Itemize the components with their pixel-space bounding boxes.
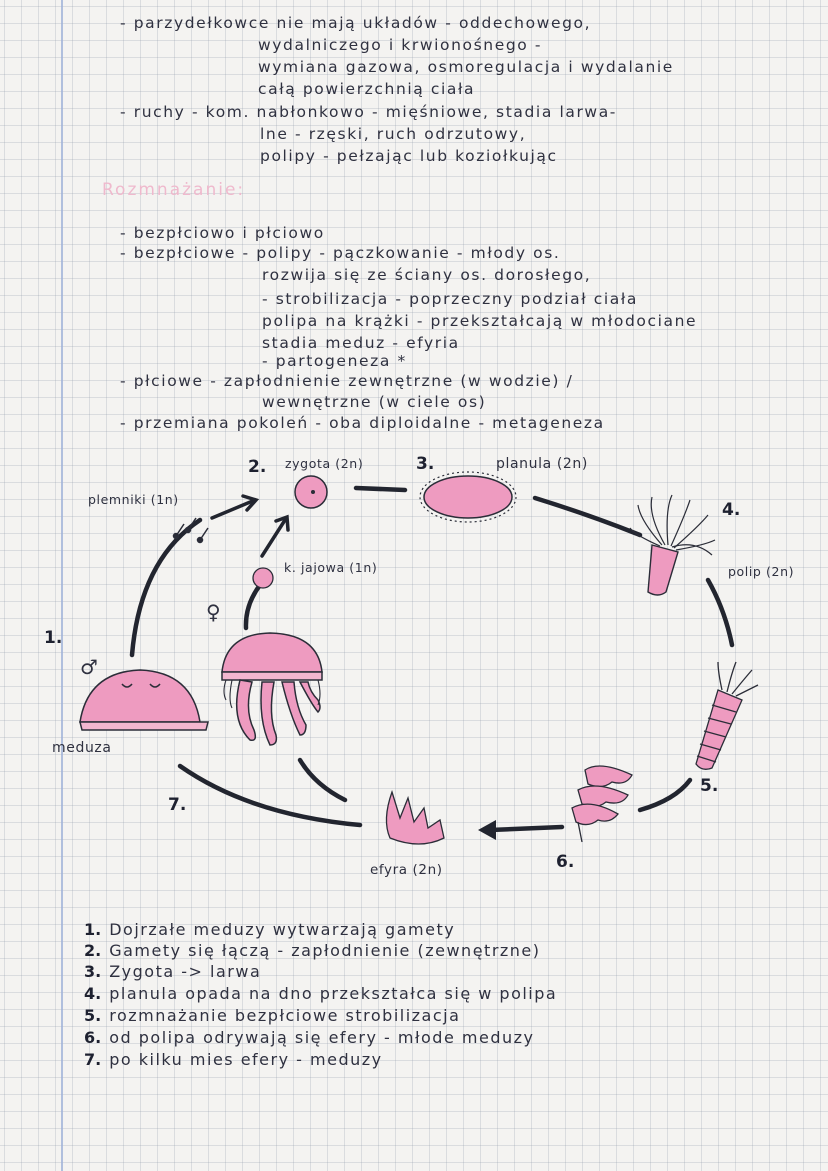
note-line-6: lne - rzęski, ruch odrzutowy, xyxy=(260,125,527,143)
repro-line-3: rozwija się ze ściany os. dorosłego, xyxy=(262,266,592,284)
label-efyra: efyra (2n) xyxy=(370,862,443,878)
section-heading: Rozmnażanie: xyxy=(102,180,246,200)
repro-line-10: - przemiana pokoleń - oba diploidalne - … xyxy=(120,414,605,432)
label-polip: polip (2n) xyxy=(728,564,795,579)
arc-female-meduza xyxy=(297,757,348,803)
label-plemniki: plemniki (1n) xyxy=(88,492,179,507)
ephyra-stack xyxy=(571,765,633,843)
sperm-cells xyxy=(172,517,209,544)
label-meduza: meduza xyxy=(52,740,112,756)
label-planula: planula (2n) xyxy=(496,456,588,472)
diagram-num-5: 5. xyxy=(700,776,719,796)
repro-line-8: - płciowe - zapłodnienie zewnętrzne (w w… xyxy=(120,372,574,390)
arrow-head-efyra xyxy=(478,820,496,840)
note-line-7: polipy - pełzając lub koziołkując xyxy=(260,147,558,165)
step-5: 5.rozmnażanie bezpłciowe strobilizacja xyxy=(84,1006,461,1025)
repro-line-5: polipa na krążki - przekształcają w młod… xyxy=(262,312,698,330)
step-1: 1.Dojrzałe meduzy wytwarzają gamety xyxy=(84,920,456,939)
step-7: 7.po kilku mies efery - meduzy xyxy=(84,1050,383,1069)
diagram-num-7: 7. xyxy=(168,795,187,815)
label-zygota: zygota (2n) xyxy=(285,456,364,471)
note-line-1: - parzydełkowce nie mają układów - oddec… xyxy=(120,14,592,32)
margin-line xyxy=(61,0,63,1171)
strobila xyxy=(695,661,759,770)
arc-4-polip xyxy=(705,577,735,648)
arc-egg-up xyxy=(243,582,263,631)
arc-efyra-to-meduza xyxy=(177,763,363,828)
arc-5-to-6 xyxy=(637,777,693,813)
step-3: 3.Zygota -> larwa xyxy=(84,962,262,981)
note-line-2: wydalniczego i krwionośnego - xyxy=(258,36,543,54)
note-line-4: całą powierzchnią ciała xyxy=(258,80,476,98)
step-2: 2.Gamety się łączą - zapłodnienie (zewnę… xyxy=(84,941,541,960)
female-symbol: ♀ xyxy=(206,600,221,624)
arc-2-to-3 xyxy=(353,485,408,493)
repro-line-6: stadia meduz - efyria xyxy=(262,334,460,352)
arrow-egg xyxy=(260,518,287,558)
polyp xyxy=(629,494,716,596)
male-symbol: ♂ xyxy=(80,655,98,679)
medusa-male xyxy=(79,669,209,731)
planula-larva xyxy=(419,471,517,523)
repro-line-9: wewnętrzne (w ciele os) xyxy=(262,393,487,411)
diagram-num-4: 4. xyxy=(722,500,741,520)
egg-cell xyxy=(252,567,274,589)
medusa-female xyxy=(221,632,323,746)
diagram-num-6: 6. xyxy=(556,852,575,872)
note-line-3: wymiana gazowa, osmoregulacja i wydalani… xyxy=(258,58,674,76)
diagram-num-2: 2. xyxy=(248,457,267,477)
note-line-5: - ruchy - kom. nabłonkowo - mięśniowe, s… xyxy=(120,103,617,121)
arrow-egg-head xyxy=(274,514,290,532)
arrow-sperm-head xyxy=(241,494,260,512)
diagram-num-3: 3. xyxy=(416,454,435,474)
repro-line-7: - partogeneza * xyxy=(262,352,407,370)
efyra xyxy=(385,789,445,845)
arc-6-to-efyra xyxy=(487,824,565,833)
arrow-sperm xyxy=(210,498,257,520)
repro-line-4: - strobilizacja - poprzeczny podział cia… xyxy=(262,290,639,308)
label-komorka-jajowa: k. jajowa (1n) xyxy=(284,560,378,575)
repro-line-2: - bezpłciowe - polipy - pączkowanie - mł… xyxy=(120,244,561,262)
diagram-num-1: 1. xyxy=(44,628,63,648)
step-6: 6.od polipa odrywają się efery - młode m… xyxy=(84,1028,535,1047)
repro-line-1: - bezpłciowo i płciowo xyxy=(120,224,325,242)
step-4: 4.planula opada na dno przekształca się … xyxy=(84,984,558,1003)
arc-1-to-2 xyxy=(129,517,203,658)
arc-3-to-4 xyxy=(532,495,643,538)
